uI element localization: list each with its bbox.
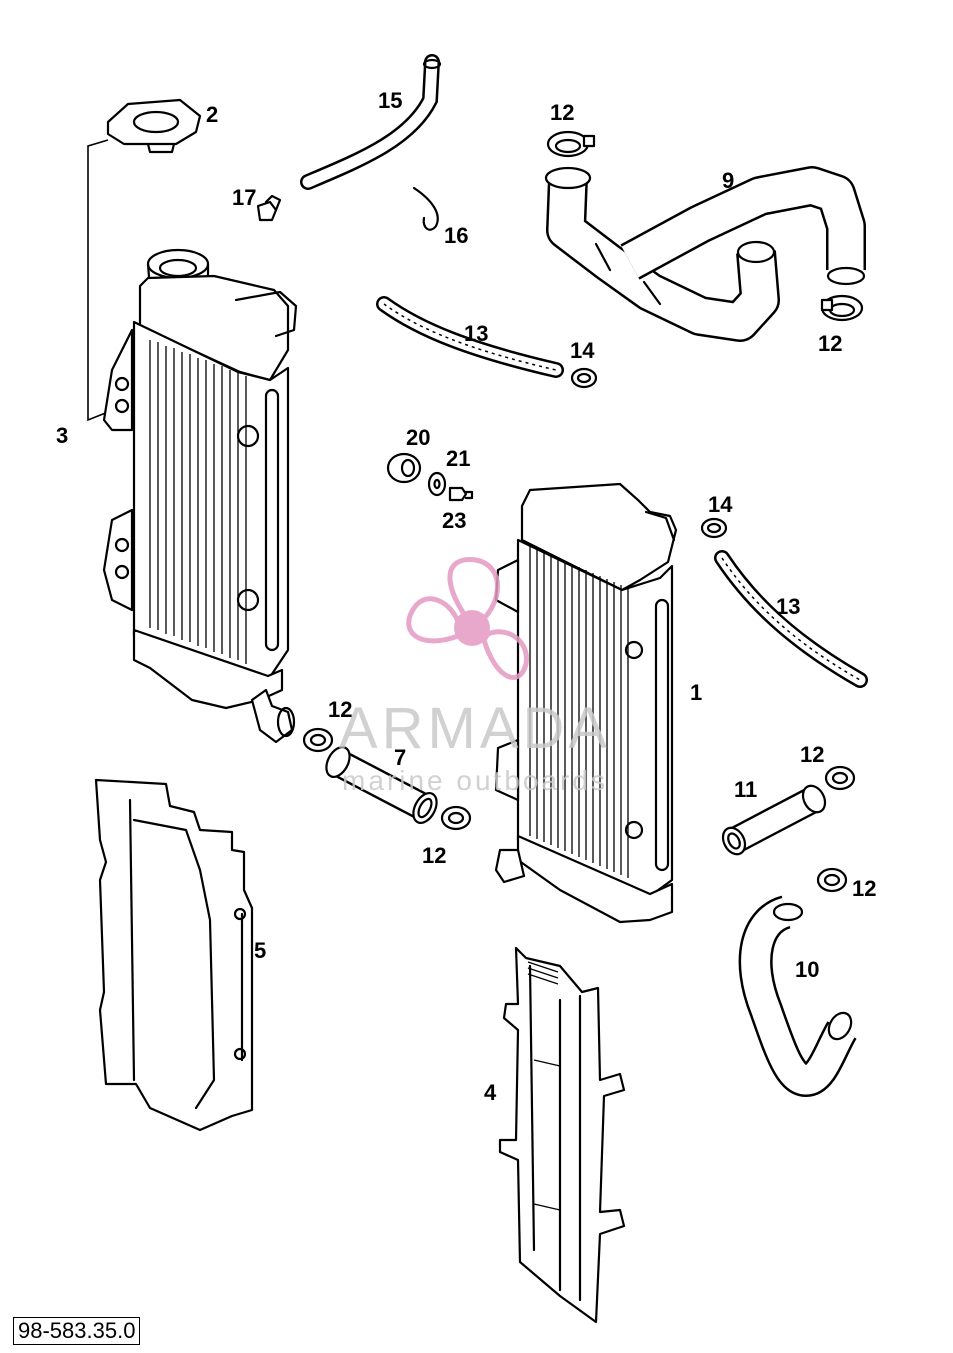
hose-clamp-top xyxy=(546,130,596,158)
connecting-hose-11 xyxy=(721,784,827,856)
braided-hose-lower xyxy=(714,550,868,688)
hose-clamp-11b xyxy=(816,867,848,893)
hose-clamp-7a xyxy=(302,727,334,753)
hose-clip xyxy=(412,186,439,231)
callout-5: 5 xyxy=(254,938,266,963)
watermark-brand: ARMADA xyxy=(339,696,611,761)
watermark-tagline: marine outboards xyxy=(342,765,608,796)
callout-12a: 12 xyxy=(550,100,574,125)
callout-12d: 12 xyxy=(422,843,446,868)
washer xyxy=(427,471,447,497)
left-radiator xyxy=(102,248,298,744)
braided-hose-upper xyxy=(376,296,564,378)
callout-10: 10 xyxy=(795,957,819,982)
leader-3 xyxy=(87,139,109,422)
small-bolt-17 xyxy=(256,194,282,222)
hose-clamp-7b xyxy=(440,805,472,831)
watermark: ARMADA marine outboards xyxy=(339,557,611,796)
hose-clamp-11a xyxy=(824,765,856,791)
rubber-grommet xyxy=(386,452,422,484)
callout-1: 1 xyxy=(690,680,702,705)
callout-13a: 13 xyxy=(464,321,488,346)
callout-12b: 12 xyxy=(818,331,842,356)
callout-16: 16 xyxy=(444,223,468,248)
hose-clamp-14-upper xyxy=(570,367,598,389)
radiator-guard-left xyxy=(94,778,254,1132)
curved-hose-10 xyxy=(738,895,857,1098)
callout-labels: 1 2 3 4 5 7 9 10 11 12 12 12 12 12 12 13… xyxy=(56,88,876,1105)
callout-12f: 12 xyxy=(852,876,876,901)
bolt-23 xyxy=(448,486,474,502)
callout-12e: 12 xyxy=(800,742,824,767)
callout-9: 9 xyxy=(722,168,734,193)
callout-13b: 13 xyxy=(776,594,800,619)
callout-23: 23 xyxy=(442,508,466,533)
radiator-guard-right xyxy=(498,946,626,1324)
callout-17: 17 xyxy=(232,185,256,210)
callout-14b: 14 xyxy=(708,492,733,517)
y-hose xyxy=(544,166,866,342)
radiator-cap xyxy=(106,98,202,154)
callout-14a: 14 xyxy=(570,338,595,363)
callout-2: 2 xyxy=(206,102,218,127)
hose-clamp-right xyxy=(820,294,864,322)
callout-15: 15 xyxy=(378,88,402,113)
right-radiator xyxy=(494,482,678,924)
callout-4: 4 xyxy=(484,1080,497,1105)
hose-clamp-14-lower xyxy=(700,517,728,539)
callout-7: 7 xyxy=(394,745,406,770)
callout-11: 11 xyxy=(734,777,757,802)
connecting-hose-7 xyxy=(325,746,438,824)
callout-3: 3 xyxy=(56,423,68,448)
callout-12c: 12 xyxy=(328,697,352,722)
overflow-hose xyxy=(300,54,442,190)
callout-21: 21 xyxy=(446,446,470,471)
propeller-logo xyxy=(406,557,529,680)
document-id-label: 98-583.35.0 xyxy=(13,1317,141,1345)
callout-20: 20 xyxy=(406,425,430,450)
